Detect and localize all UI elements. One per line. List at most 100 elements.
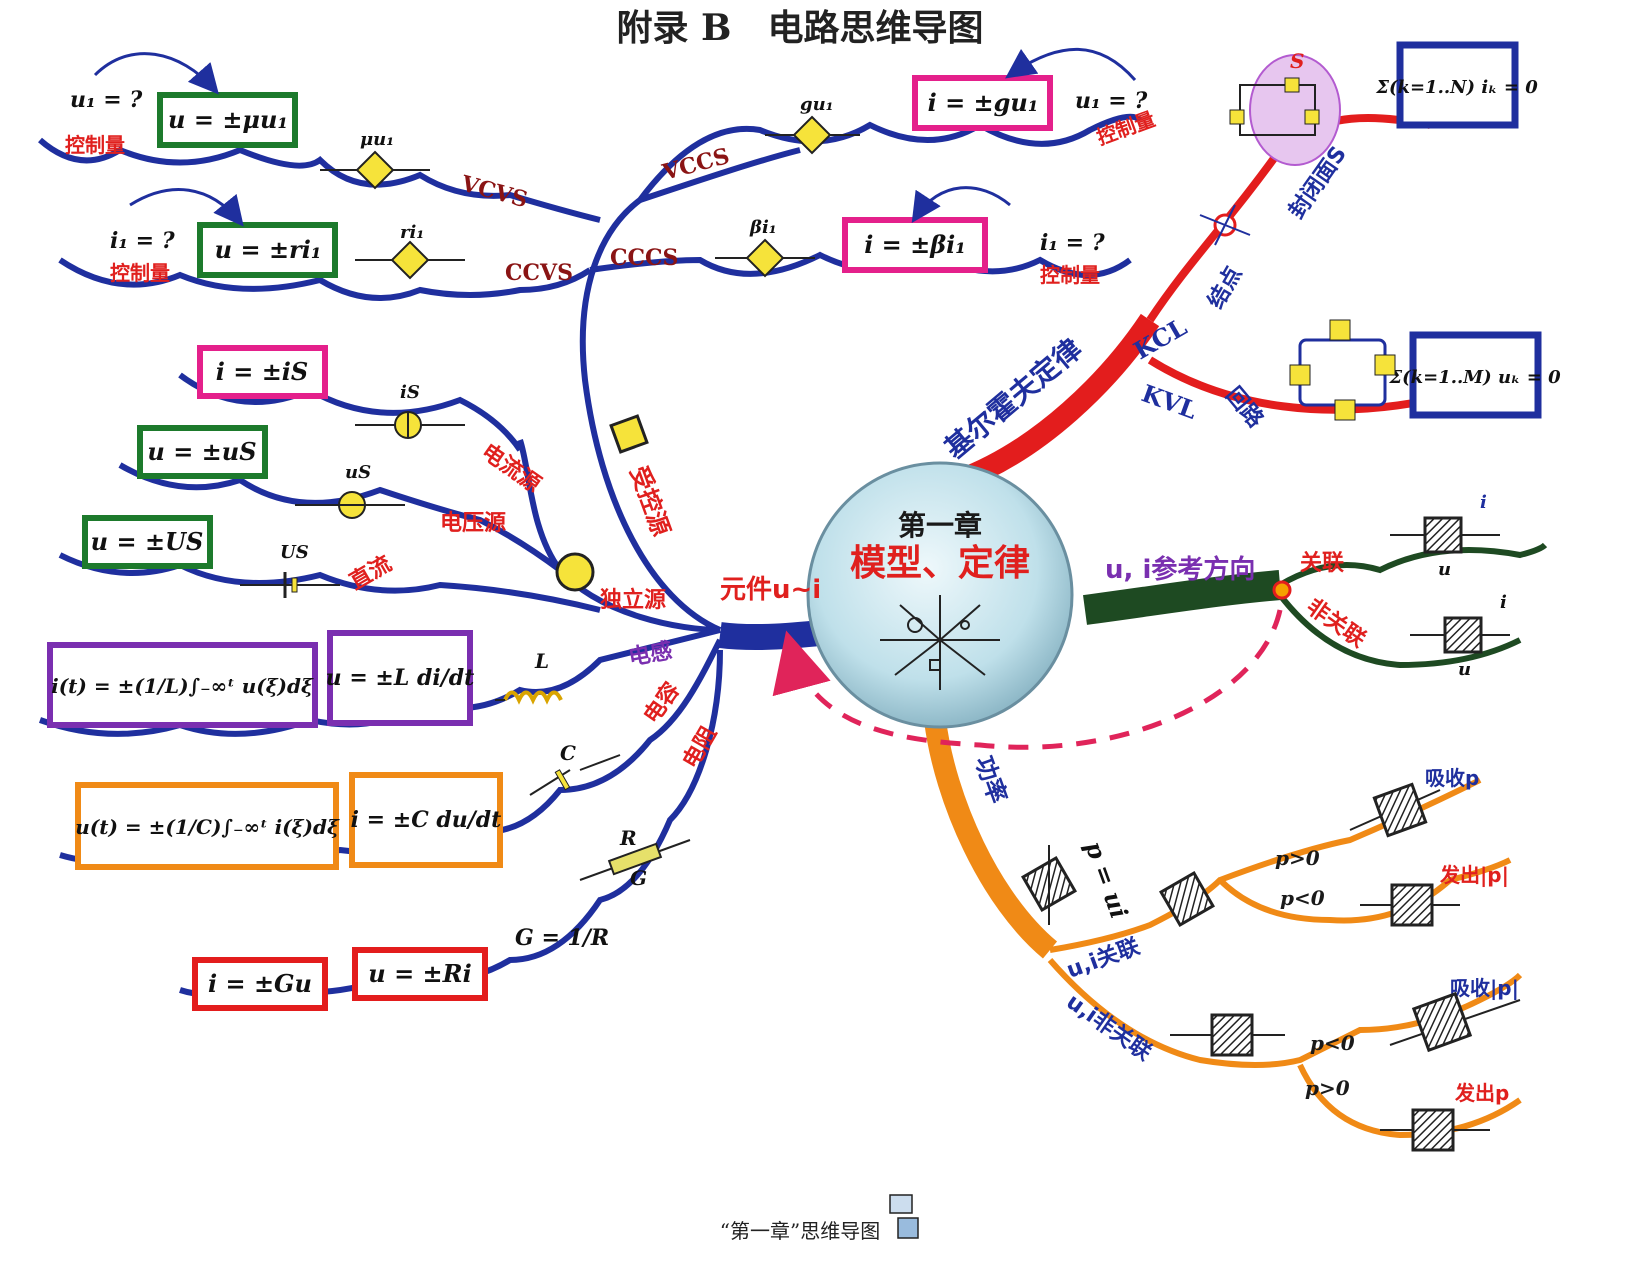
svg-text:Σ(k=1..N) iₖ = 0: Σ(k=1..N) iₖ = 0 (1375, 77, 1538, 98)
ann-is: iS (400, 382, 420, 403)
ann-r-i1: ri₁ (400, 222, 424, 243)
ann-nonassoc-u: u (1458, 659, 1471, 680)
label-capacitor: 电容 (639, 677, 686, 728)
box-vccs[interactable]: i = ±gu₁ (912, 75, 1053, 131)
absorb-abs-p-element-icon (1389, 991, 1521, 1053)
label-emit-p: 发出p (1454, 1081, 1509, 1105)
reference-branch-lines (1277, 542, 1548, 669)
arrow-u1-vccs (1005, 47, 1137, 81)
cccs-diamond-icon (715, 238, 815, 278)
ann-i1-q-right: i₁ = ? (1040, 230, 1106, 256)
label-p-lt-0-b: p<0 (1310, 1031, 1355, 1055)
box-Us[interactable]: u = ±US (82, 515, 213, 569)
label-cccs: CCCS (610, 245, 678, 271)
emit-abs-p-element-icon (1360, 883, 1460, 927)
ann-control-qty-2: 控制量 (110, 261, 170, 285)
dc-source-symbol-icon (240, 572, 340, 598)
svg-text:u = ±Ri: u = ±Ri (368, 959, 471, 988)
ann-assoc-u: u (1438, 559, 1451, 580)
ann-G: G (630, 866, 647, 890)
trunk-kirchhoff (956, 313, 1160, 491)
ann-control-qty-4: 控制量 (1040, 263, 1100, 287)
svg-text:u = ±uS: u = ±uS (147, 437, 256, 466)
label-associated: 关联 (1300, 551, 1344, 576)
label-ui-non-associated: u,i非关联 (1062, 989, 1156, 1065)
branch-controlled-label: 受控源 (624, 462, 675, 539)
box-is[interactable]: i = ±iS (197, 345, 328, 399)
node-diagram-icon (1199, 204, 1251, 246)
center-node[interactable]: 第一章 模型、定律 (806, 461, 1074, 729)
box-C-diff[interactable]: i = ±C du/dt (349, 772, 503, 868)
footer-caption: “第一章”思维导图 (720, 1219, 880, 1243)
svg-text:i = ±βi₁: i = ±βi₁ (864, 230, 966, 259)
independent-source-circle-icon (555, 552, 595, 592)
label-p-lt-0-a: p<0 (1280, 886, 1325, 910)
label-inductor: 电感 (627, 638, 675, 671)
ann-beta-i1: βi₁ (749, 217, 777, 238)
ui-nonassoc-element-icon (1170, 1013, 1285, 1057)
label-emit-abs-p: 发出|p| (1439, 863, 1509, 887)
box-kvl-sum[interactable]: Σ(k=1..M) uₖ = 0 (1388, 331, 1561, 419)
box-Gu[interactable]: i = ±Gu (192, 957, 328, 1011)
inductor-symbol-icon (495, 690, 563, 705)
resistor-symbol-icon (579, 839, 691, 881)
label-p-gt-0-a: p>0 (1275, 846, 1320, 870)
ann-us: uS (345, 462, 371, 483)
emit-p-element-icon (1380, 1108, 1490, 1152)
non-associated-element-icon (1410, 616, 1510, 654)
ann-mu-u1: μu₁ (360, 129, 394, 150)
svg-text:i = ±C du/dt: i = ±C du/dt (351, 807, 502, 833)
label-ccvs: CCVS (505, 260, 573, 286)
ann-u1-q-left: u₁ = ? (70, 87, 143, 113)
vcvs-diamond-icon (320, 150, 430, 190)
ann-control-qty-1: 控制量 (65, 133, 125, 157)
label-node: 结点 (1203, 262, 1248, 313)
box-L-integral[interactable]: i(t) = ±(1/L)∫₋∞ᵗ u(ξ)dξ (47, 642, 318, 728)
box-L-diff[interactable]: u = ±L di/dt (326, 630, 475, 726)
ccvs-diamond-icon (355, 240, 465, 280)
trunk-power (924, 718, 1058, 959)
ann-Us: US (280, 542, 309, 563)
arrow-u1-vcvs (93, 52, 219, 95)
label-vcvs: VCVS (457, 170, 530, 213)
footer-book-icon (889, 1194, 919, 1239)
box-vcvs[interactable]: u = ±μu₁ (157, 92, 298, 148)
voltage-source-symbol-icon (295, 491, 405, 519)
center-element-star-icon (880, 595, 1000, 690)
box-kcl-sum[interactable]: Σ(k=1..N) iₖ = 0 (1375, 41, 1538, 129)
feedback-dashed-arc (772, 609, 1283, 750)
svg-text:i = ±gu₁: i = ±gu₁ (928, 88, 1039, 117)
arrow-i1-cccs (911, 186, 1011, 224)
reference-junction-badge-icon (1272, 580, 1292, 600)
ann-nonassoc-i: i (1500, 592, 1507, 613)
label-loop: 回路 (1220, 382, 1269, 433)
page-title: 附录 B 电路思维导图 (617, 7, 984, 49)
box-Ri[interactable]: u = ±Ri (352, 947, 488, 1001)
capacitor-symbol-icon (529, 754, 621, 796)
ann-G-eq: G = 1/R (515, 925, 609, 951)
controlled-source-square-icon (609, 414, 649, 454)
ann-R: R (619, 826, 637, 850)
box-us[interactable]: u = ±uS (137, 425, 268, 479)
ann-S: S (1290, 49, 1304, 73)
closed-surface-diagram-icon (1229, 54, 1341, 166)
svg-text:u = ±US: u = ±US (91, 527, 204, 556)
svg-text:u = ±μu₁: u = ±μu₁ (168, 105, 288, 134)
vccs-diamond-icon (765, 115, 860, 155)
svg-text:i = ±iS: i = ±iS (216, 357, 309, 386)
absorb-p-element-icon (1349, 782, 1441, 838)
box-cccs[interactable]: i = ±βi₁ (842, 217, 988, 273)
ui-assoc-element-icon (1158, 870, 1216, 928)
svg-text:Σ(k=1..M) uₖ = 0: Σ(k=1..M) uₖ = 0 (1388, 367, 1561, 388)
ann-L: L (534, 649, 549, 673)
box-C-integral[interactable]: u(t) = ±(1/C)∫₋∞ᵗ i(ξ)dξ (75, 782, 340, 870)
center-line1: 第一章 (898, 509, 982, 542)
label-absorb-abs-p: 吸收|p| (1450, 976, 1519, 1000)
branch-independent-label: 独立源 (600, 587, 666, 613)
loop-diagram-icon (1289, 319, 1396, 421)
branch-elements-label: 元件u~i (720, 575, 821, 605)
ann-assoc-i: i (1480, 492, 1487, 513)
box-ccvs[interactable]: u = ±ri₁ (197, 222, 338, 278)
ann-C: C (560, 741, 576, 765)
